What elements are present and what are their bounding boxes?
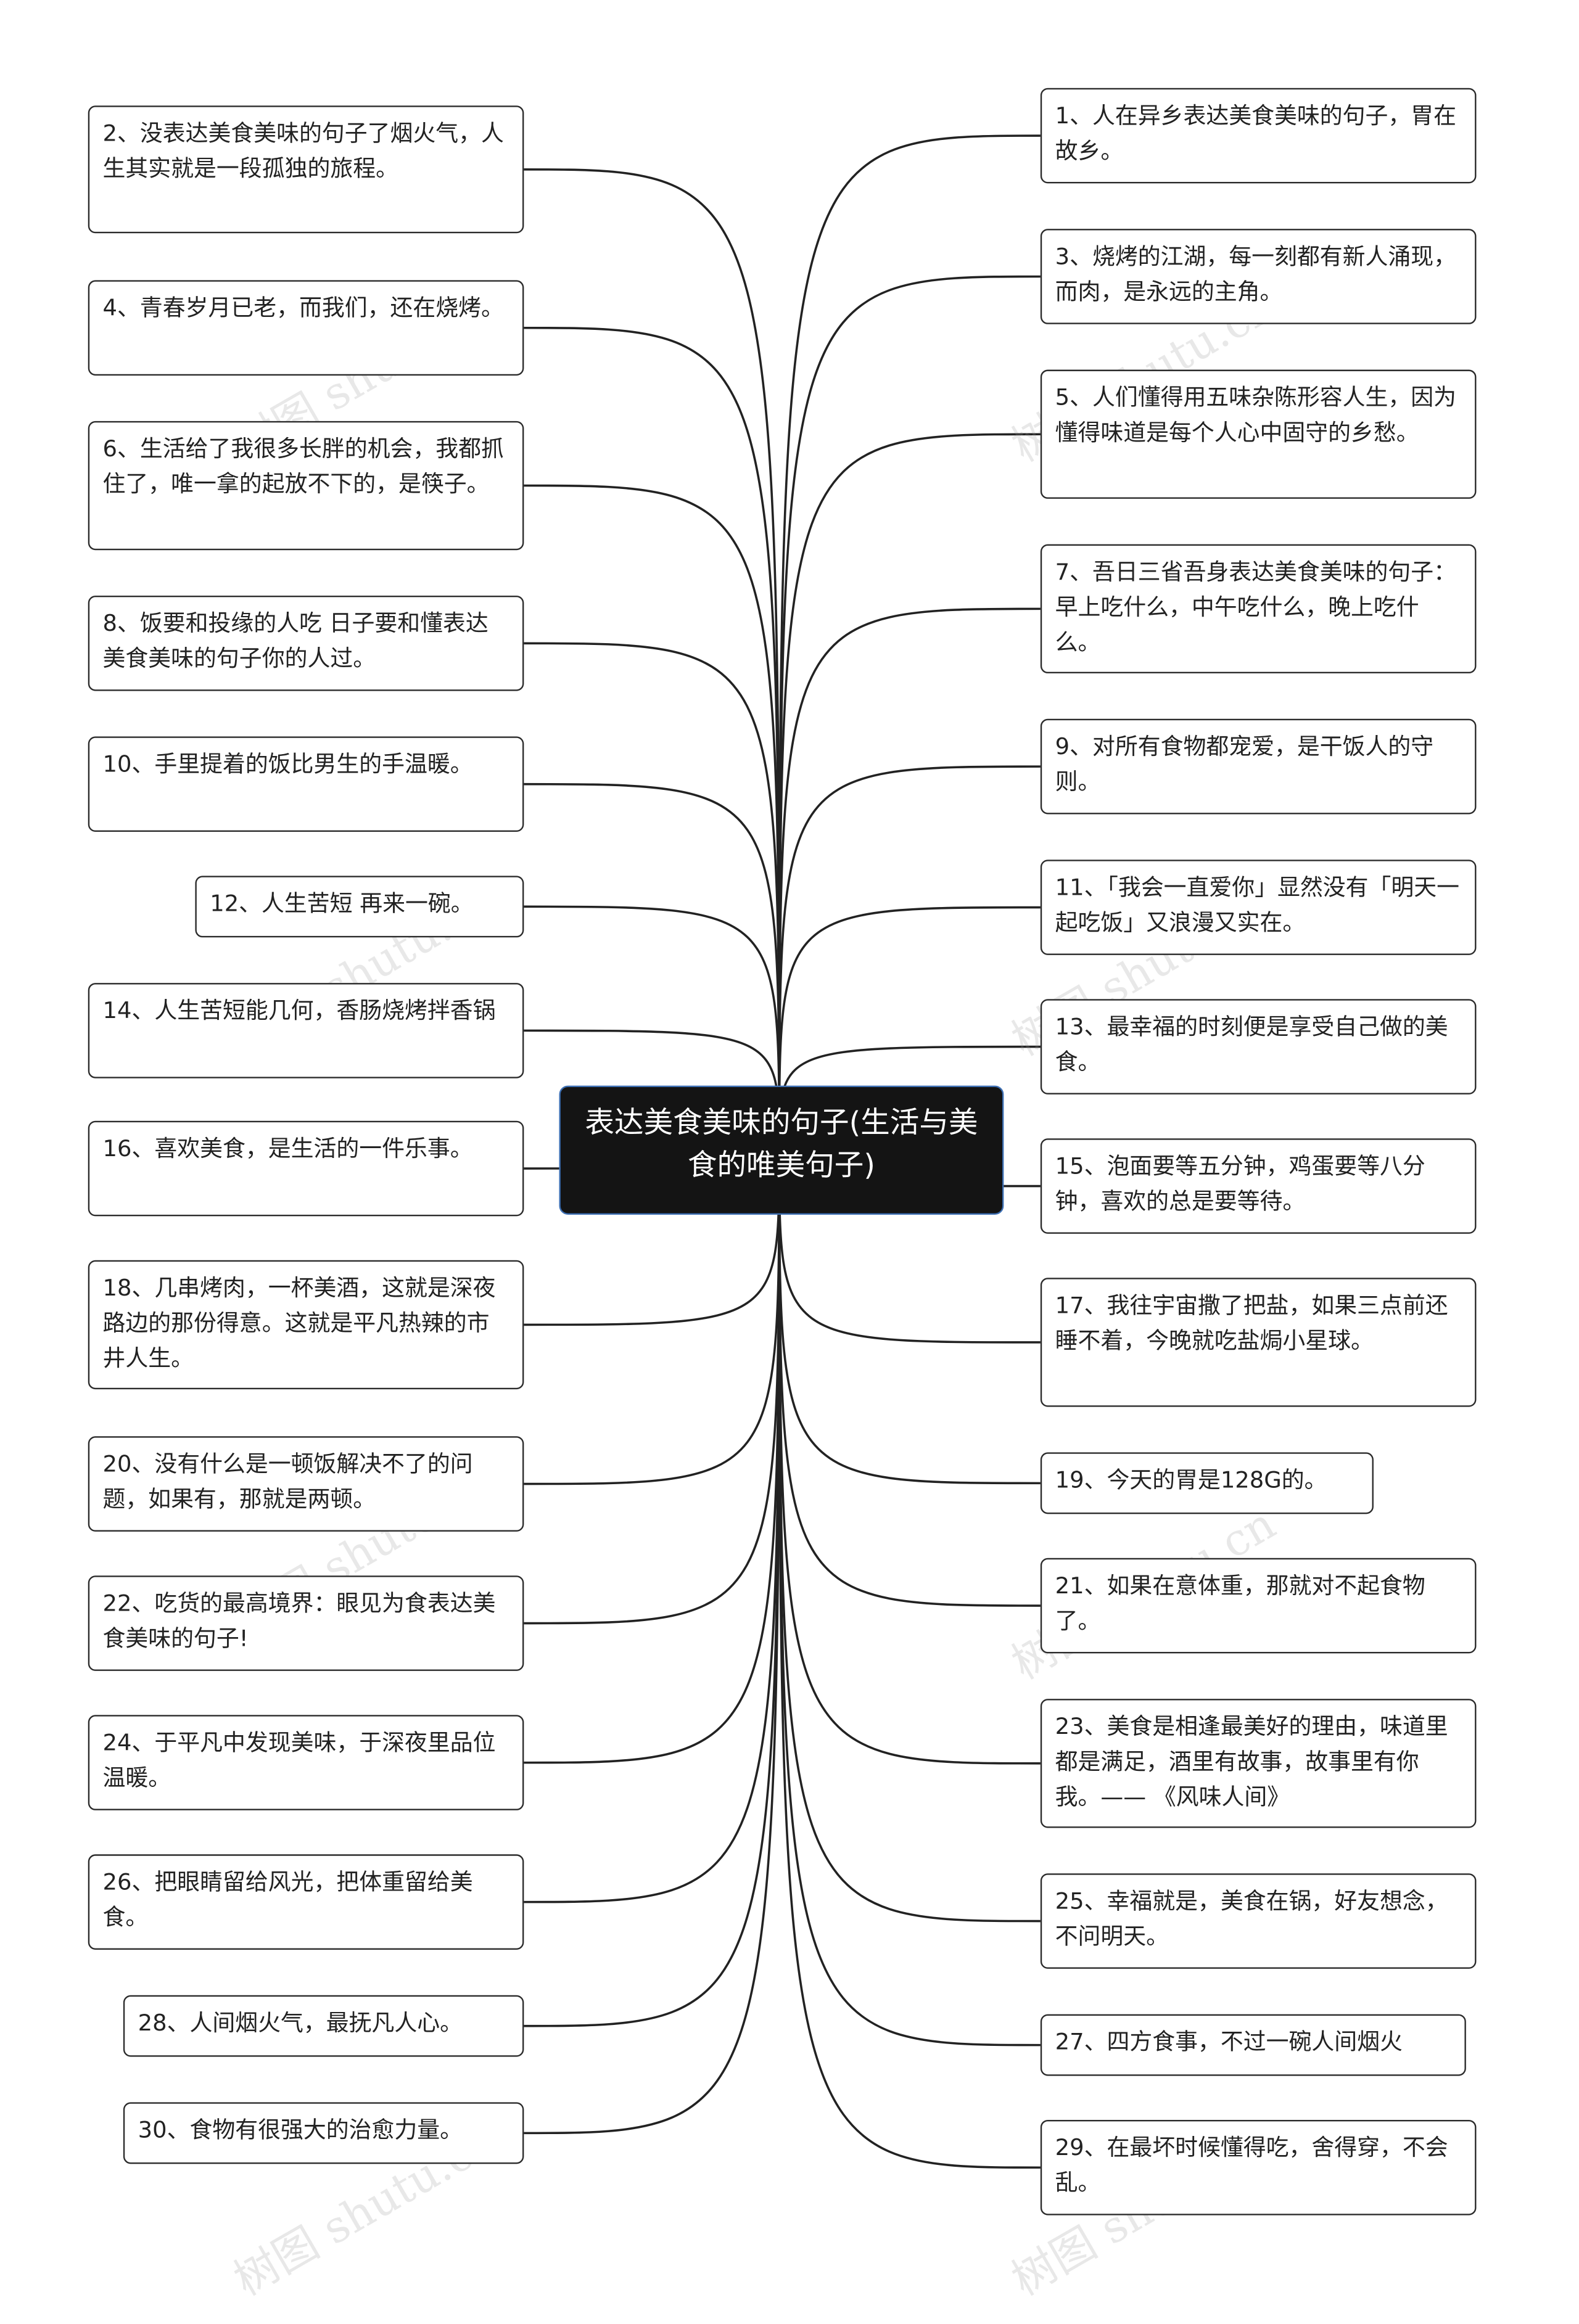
topic-node-12[interactable]: 12、人生苦短 再来一碗。 bbox=[195, 876, 524, 938]
connector-topic-node-23 bbox=[778, 1150, 1041, 1765]
topic-node-23[interactable]: 23、美食是相逢最美好的理由，味道里都是满足，酒里有故事，故事里有你我。—— 《… bbox=[1040, 1699, 1477, 1828]
connector-topic-node-1 bbox=[778, 134, 1041, 1151]
topic-node-18[interactable]: 18、几串烤肉，一杯美酒，这就是深夜路边的那份得意。这就是平凡热辣的市井人生。 bbox=[88, 1260, 524, 1390]
connector-topic-node-2 bbox=[524, 168, 781, 1151]
topic-node-21[interactable]: 21、如果在意体重，那就对不起食物了。 bbox=[1040, 1558, 1477, 1654]
topic-node-13[interactable]: 13、最幸福的时刻便是享受自己做的美食。 bbox=[1040, 999, 1477, 1094]
topic-node-29[interactable]: 29、在最坏时候懂得吃，舍得穿，不会乱。 bbox=[1040, 2119, 1477, 2215]
topic-node-30[interactable]: 30、食物有很强大的治愈力量。 bbox=[123, 2102, 524, 2164]
connector-topic-node-6 bbox=[524, 484, 781, 1151]
connector-topic-node-27 bbox=[778, 1150, 1041, 2047]
topic-node-1[interactable]: 1、人在异乡表达美食美味的句子，胃在故乡。 bbox=[1040, 88, 1477, 184]
topic-node-5[interactable]: 5、人们懂得用五味杂陈形容人生，因为懂得味道是每个人心中固守的乡愁。 bbox=[1040, 369, 1477, 499]
topic-node-4[interactable]: 4、青春岁月已老，而我们，还在烧烤。 bbox=[88, 280, 524, 376]
topic-node-2[interactable]: 2、没表达美食美味的句子了烟火气，人生其实就是一段孤独的旅程。 bbox=[88, 105, 524, 234]
connector-topic-node-22 bbox=[524, 1150, 781, 1625]
connector-topic-node-30 bbox=[524, 1150, 781, 2135]
topic-node-6[interactable]: 6、生活给了我很多长胖的机会，我都抓住了，唯一拿的起放不下的，是筷子。 bbox=[88, 421, 524, 551]
topic-node-15[interactable]: 15、泡面要等五分钟，鸡蛋要等八分钟，喜欢的总是要等待。 bbox=[1040, 1138, 1477, 1234]
connector-topic-node-7 bbox=[778, 607, 1041, 1151]
connector-topic-node-24 bbox=[524, 1150, 781, 1764]
topic-node-11[interactable]: 11、「我会一直爱你」显然没有「明天一起吃饭」又浪漫又实在。 bbox=[1040, 860, 1477, 955]
topic-node-26[interactable]: 26、把眼睛留给风光，把体重留给美食。 bbox=[88, 1854, 524, 1950]
topic-node-28[interactable]: 28、人间烟火气，最抚凡人心。 bbox=[123, 1995, 524, 2057]
connector-topic-node-26 bbox=[524, 1150, 781, 1903]
connector-topic-node-4 bbox=[524, 326, 781, 1151]
connector-topic-node-5 bbox=[778, 433, 1041, 1151]
topic-node-24[interactable]: 24、于平凡中发现美味，于深夜里品位温暖。 bbox=[88, 1715, 524, 1810]
topic-node-9[interactable]: 9、对所有食物都宠爱，是干饭人的守则。 bbox=[1040, 718, 1477, 815]
topic-node-19[interactable]: 19、今天的胃是128G的。 bbox=[1040, 1452, 1374, 1514]
topic-node-7[interactable]: 7、吾日三省吾身表达美食美味的句子：早上吃什么，中午吃什么，晚上吃什么。 bbox=[1040, 544, 1477, 674]
connector-topic-node-8 bbox=[524, 642, 781, 1151]
topic-node-14[interactable]: 14、人生苦短能几何，香肠烧烤拌香锅 bbox=[88, 983, 524, 1078]
connector-topic-node-11 bbox=[778, 906, 1041, 1151]
topic-node-3[interactable]: 3、烧烤的江湖，每一刻都有新人涌现，而肉，是永远的主角。 bbox=[1040, 229, 1477, 324]
topic-node-25[interactable]: 25、幸福就是，美食在锅，好友想念，不问明天。 bbox=[1040, 1873, 1477, 1969]
topic-node-27[interactable]: 27、四方食事，不过一碗人间烟火 bbox=[1040, 2014, 1466, 2076]
root-topic[interactable]: 表达美食美味的句子(生活与美食的唯美句子) bbox=[559, 1085, 1004, 1215]
connector-topic-node-29 bbox=[778, 1150, 1041, 2169]
topic-node-10[interactable]: 10、手里提着的饭比男生的手温暖。 bbox=[88, 736, 524, 832]
topic-node-22[interactable]: 22、吃货的最高境界：眼见为食表达美食美味的句子! bbox=[88, 1575, 524, 1671]
connector-topic-node-25 bbox=[778, 1150, 1041, 1923]
topic-node-16[interactable]: 16、喜欢美食，是生活的一件乐事。 bbox=[88, 1120, 524, 1217]
connector-topic-node-21 bbox=[778, 1150, 1041, 1607]
connector-topic-node-3 bbox=[778, 275, 1041, 1151]
connector-topic-node-9 bbox=[778, 765, 1041, 1151]
topic-node-8[interactable]: 8、饭要和投缘的人吃 日子要和懂表达美食美味的句子你的人过。 bbox=[88, 595, 524, 691]
topic-node-17[interactable]: 17、我往宇宙撒了把盐，如果三点前还睡不着，今晚就吃盐焗小星球。 bbox=[1040, 1278, 1477, 1407]
topic-node-20[interactable]: 20、没有什么是一顿饭解决不了的问题，如果有，那就是两顿。 bbox=[88, 1436, 524, 1532]
